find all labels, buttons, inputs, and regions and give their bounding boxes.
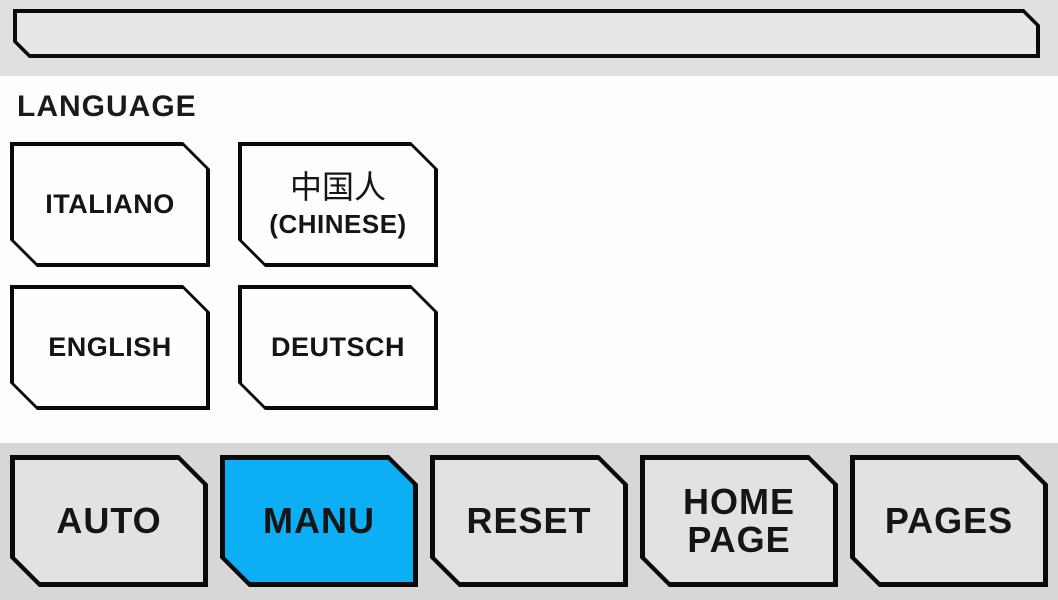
button-label: RESET — [466, 500, 592, 542]
language-button-chinese[interactable]: 中国人 (CHINESE) — [238, 142, 438, 267]
button-label: ENGLISH — [48, 331, 172, 362]
nav-button-pages[interactable]: PAGES — [850, 455, 1048, 587]
button-label: PAGES — [884, 500, 1014, 542]
language-button-deutsch[interactable]: DEUTSCH — [238, 285, 438, 410]
header-strip — [0, 0, 1058, 76]
nav-button-reset[interactable]: RESET — [430, 455, 628, 587]
language-button-english[interactable]: ENGLISH — [10, 285, 210, 410]
nav-button-manu[interactable]: MANU — [220, 455, 418, 587]
nav-button-auto[interactable]: AUTO — [10, 455, 208, 587]
page-title: LANGUAGE — [17, 90, 197, 123]
button-label: DEUTSCH — [270, 331, 405, 362]
button-label-cjk: 中国人 — [289, 167, 386, 206]
button-label: HOME — [683, 481, 795, 523]
button-label: MANU — [263, 500, 375, 542]
button-label: AUTO — [56, 500, 162, 542]
button-label: ITALIANO — [45, 188, 175, 219]
status-bar — [13, 9, 1040, 58]
nav-button-home-page[interactable]: HOME PAGE — [640, 455, 838, 587]
button-label-sub: (CHINESE) — [269, 209, 407, 240]
status-bar-value — [17, 13, 1036, 54]
button-label-line2: PAGE — [687, 519, 791, 560]
language-button-italiano[interactable]: ITALIANO — [10, 142, 210, 267]
